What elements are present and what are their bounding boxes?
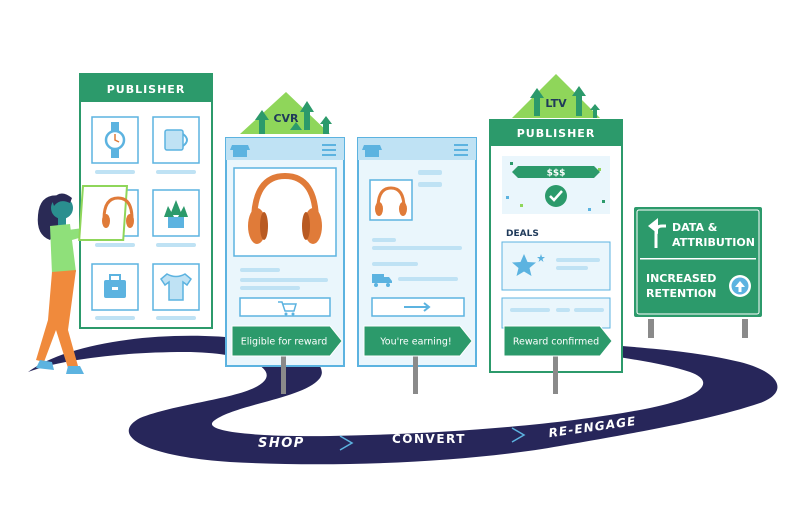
product-tile-mug[interactable] — [152, 116, 200, 174]
road-label-shop: SHOP — [258, 436, 305, 451]
shopper-figure — [36, 193, 105, 374]
continue-button[interactable] — [371, 297, 465, 317]
ltv-label: LTV — [545, 97, 567, 110]
store-icon[interactable] — [362, 145, 382, 157]
menu-icon[interactable] — [454, 144, 468, 156]
product-tile-plant[interactable] — [152, 189, 200, 247]
confetti — [506, 162, 605, 211]
store-icon[interactable] — [230, 145, 250, 157]
road-sign-line3: INCREASED — [646, 272, 716, 285]
sign-confirmed: Reward confirmed — [503, 325, 613, 394]
cvr-label: CVR — [273, 112, 299, 125]
road: PUBLISHER SHOP CONVERT RE-ENGAGE — [28, 335, 778, 465]
coupon-text: $$$ — [547, 169, 566, 179]
headphones-icon — [375, 186, 407, 216]
road-label-publisher: PUBLISHER — [105, 367, 195, 390]
road-sign: DATA & ATTRIBUTION INCREASED RETENTION — [632, 205, 764, 338]
road-chevron-2 — [511, 427, 526, 443]
add-to-cart-button[interactable] — [239, 297, 331, 317]
star-icon — [512, 254, 545, 276]
publisher-panel-title: PUBLISHER — [107, 83, 186, 96]
watch-icon — [104, 122, 126, 158]
road-sign-line1: DATA & — [672, 221, 718, 234]
bag-icon — [104, 274, 126, 298]
coupon-ribbon: $$$ — [512, 166, 600, 179]
up-arrow-icon — [729, 275, 751, 297]
tshirt-icon — [160, 273, 192, 301]
sign-eligible-text: Eligible for reward — [241, 337, 327, 348]
arrow-right-icon — [404, 302, 431, 312]
product-tile-bag[interactable] — [91, 263, 139, 320]
deal-card-2[interactable] — [501, 297, 611, 329]
reward-screen-title: PUBLISHER — [517, 127, 596, 140]
sign-confirmed-text: Reward confirmed — [513, 337, 599, 348]
road-chevron-1 — [339, 435, 354, 451]
road-label-convert: CONVERT — [392, 432, 466, 446]
menu-icon[interactable] — [322, 144, 336, 156]
deal-card[interactable] — [501, 241, 611, 291]
deals-label: DEALS — [506, 229, 539, 239]
headphones-icon — [102, 196, 134, 228]
product-tile-watch[interactable] — [91, 116, 139, 174]
product-tile-tshirt[interactable] — [152, 263, 200, 320]
truck-icon — [372, 274, 392, 287]
road-sign-line2: ATTRIBUTION — [672, 236, 755, 249]
road-path — [28, 335, 778, 465]
ltv-growth-arrows: LTV — [512, 74, 600, 118]
cart-icon — [278, 301, 297, 316]
sign-earning-text: You're earning! — [379, 337, 451, 348]
selected-product-card[interactable] — [78, 185, 134, 241]
headphones-icon — [248, 172, 322, 244]
cvr-growth-arrows: CVR — [240, 92, 332, 134]
road-sign-line4: RETENTION — [646, 287, 716, 300]
check-icon — [545, 185, 567, 207]
turn-arrow-icon — [648, 218, 666, 248]
plant-icon — [164, 200, 188, 228]
sign-earning: You're earning! — [363, 325, 473, 394]
sign-eligible: Eligible for reward — [231, 325, 343, 394]
mug-icon — [164, 129, 188, 151]
